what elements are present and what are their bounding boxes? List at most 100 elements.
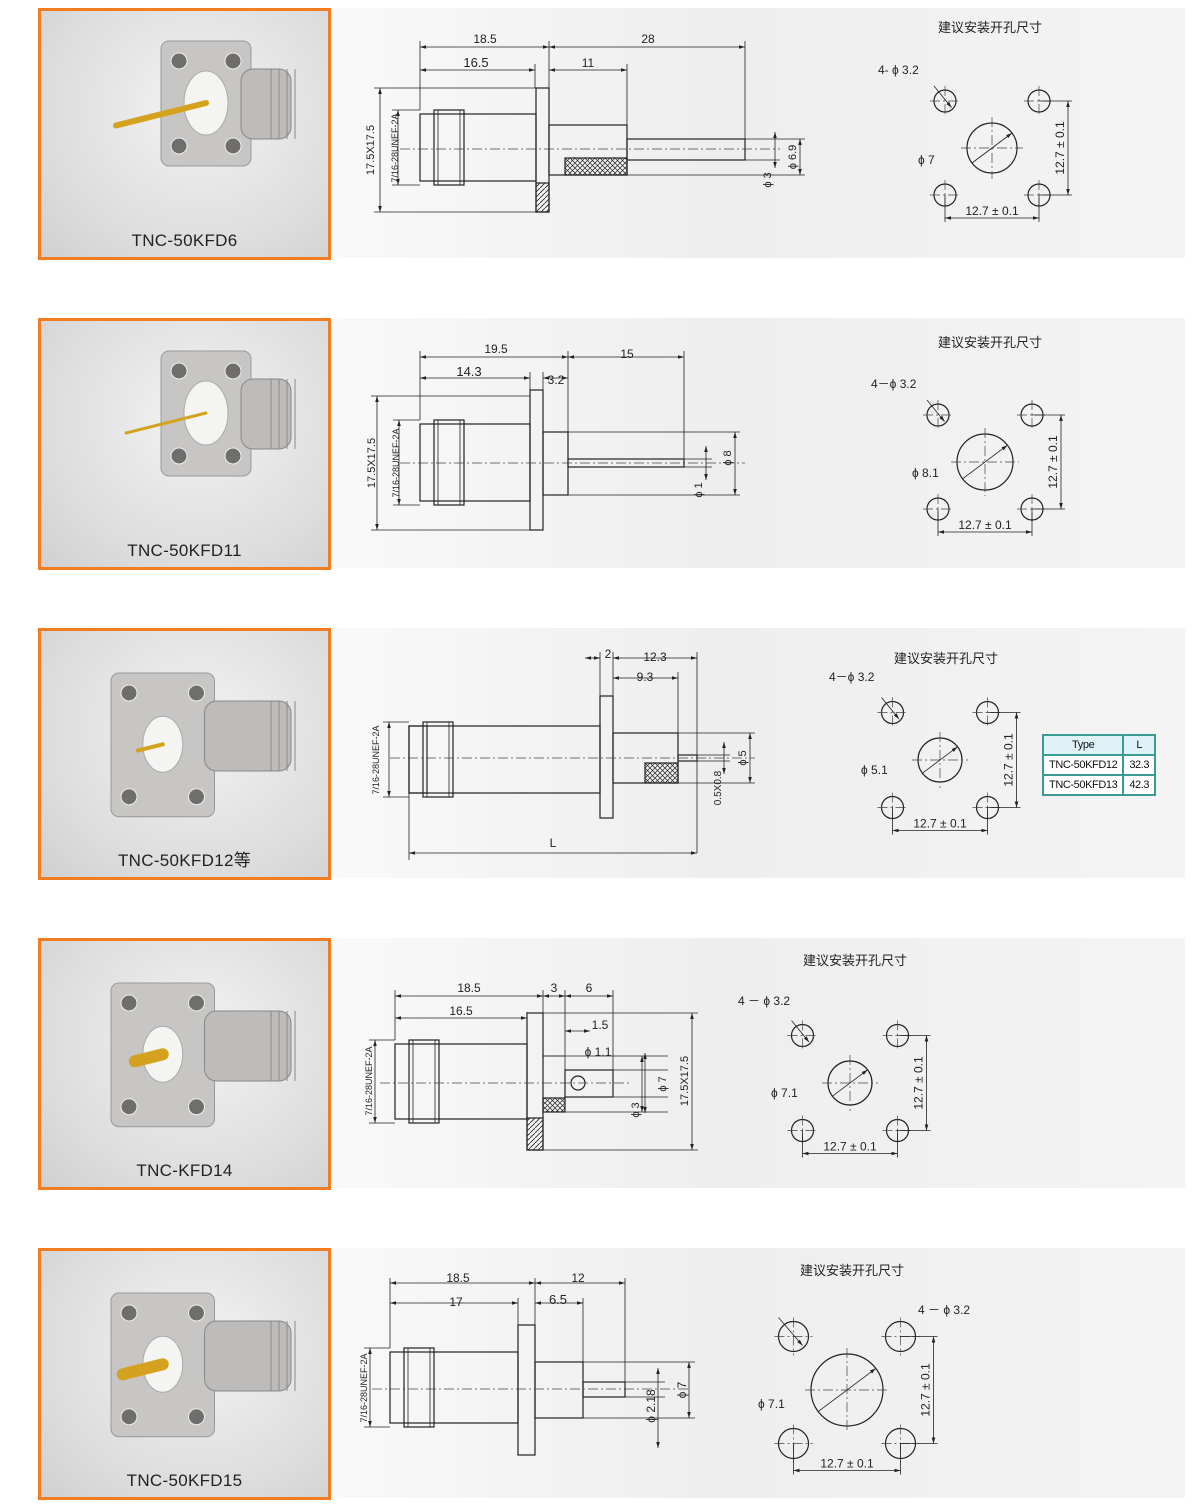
mount-hole bbox=[188, 684, 205, 702]
connector-front bbox=[408, 725, 428, 794]
dimension-label: 6 bbox=[586, 981, 593, 995]
leader-line bbox=[832, 1069, 868, 1097]
coupling-nut-outline bbox=[403, 1347, 435, 1428]
dimension-label: 15 bbox=[620, 347, 634, 361]
connector-body-outline bbox=[389, 1351, 519, 1424]
leader-line bbox=[926, 399, 945, 422]
dimension-label: 18.5 bbox=[457, 981, 481, 995]
table-cell: TNC-50KFD13 bbox=[1041, 774, 1125, 796]
leader-line bbox=[778, 1317, 803, 1346]
hole-spacing-vertical: 12.7 ± 0.1 bbox=[912, 1056, 926, 1110]
dimension-label: 7/16-28UNEF-2A bbox=[364, 1046, 374, 1115]
connector-render bbox=[110, 982, 296, 1128]
dimension-label: 16.5 bbox=[463, 55, 488, 70]
dimension-label: 11 bbox=[582, 56, 595, 70]
table-cell: 42.3 bbox=[1122, 774, 1157, 796]
hole-section-title: 建议安装开孔尺寸 bbox=[938, 335, 1042, 350]
gold-pin bbox=[128, 1048, 169, 1068]
mount-hole bbox=[120, 684, 138, 702]
connector-render bbox=[113, 40, 296, 167]
product-name: TNC-50KFD12等 bbox=[117, 851, 252, 870]
leader-line bbox=[881, 697, 900, 720]
gold-pin bbox=[135, 742, 165, 753]
gold-pin bbox=[113, 100, 209, 129]
insulator-section bbox=[542, 1097, 566, 1113]
product-photo: TNC-50KFD11 bbox=[38, 318, 331, 570]
mount-hole bbox=[120, 1098, 138, 1116]
dimension-label: 7/16-28UNEF-2A bbox=[391, 428, 401, 497]
product-photo: TNC-KFD14 bbox=[38, 938, 331, 1190]
connector-render bbox=[124, 350, 296, 477]
mount-hole bbox=[170, 137, 188, 155]
coupling-nut-outline bbox=[433, 109, 465, 186]
dimension-label: L bbox=[550, 836, 557, 850]
leader-line bbox=[817, 1368, 877, 1412]
dimension-label: 18.5 bbox=[473, 32, 497, 46]
mount-hole bbox=[224, 447, 242, 465]
leader-line bbox=[962, 444, 1008, 480]
mount-hole bbox=[120, 788, 138, 806]
leader-line bbox=[791, 1020, 810, 1043]
gold-pin bbox=[116, 1358, 169, 1381]
product-photo: TNC-50KFD6 bbox=[38, 8, 331, 260]
mount-hole bbox=[120, 1408, 138, 1426]
dimension-label: 17.5X17.5 bbox=[679, 1056, 691, 1106]
drawing-panel bbox=[332, 938, 1185, 1188]
hole-section-title: 建议安装开孔尺寸 bbox=[938, 20, 1042, 35]
dimension-label: 7/16-28UNEF-2A bbox=[359, 1353, 369, 1422]
hole-spacing-vertical: 12.7 ± 0.1 bbox=[1046, 435, 1060, 489]
dimension-label: 12 bbox=[571, 1271, 585, 1285]
table-header-cell: Type bbox=[1041, 734, 1125, 756]
product-photo: TNC-50KFD12等 bbox=[38, 628, 331, 880]
connector-render bbox=[110, 1292, 296, 1438]
coupling-nut-outline bbox=[422, 721, 454, 798]
connector-render bbox=[110, 672, 296, 818]
mount-hole bbox=[188, 1408, 205, 1426]
connector-body bbox=[204, 700, 292, 772]
gold-pin bbox=[124, 411, 208, 435]
flange bbox=[599, 695, 614, 819]
hole-spacing-vertical: 12.7 ± 0.1 bbox=[1002, 733, 1016, 787]
center-hole-diameter: ϕ 7 bbox=[918, 153, 935, 167]
connector-body-outline bbox=[394, 1043, 528, 1120]
pin-outline bbox=[582, 1381, 626, 1398]
dimension-label: 7/16-28UNEF-2A bbox=[390, 113, 400, 182]
dimension-label: 17 bbox=[449, 1295, 463, 1309]
dimension-label: 3 bbox=[551, 981, 558, 995]
hole-section-title: 建议安装开孔尺寸 bbox=[803, 953, 907, 968]
dimension-label: 9.3 bbox=[637, 670, 654, 684]
dimension-label: ϕ 3 bbox=[762, 172, 774, 187]
hole-spacing-horizontal: 12.7 ± 0.1 bbox=[913, 817, 967, 831]
insulator-section bbox=[644, 762, 679, 784]
leader-line bbox=[933, 85, 952, 108]
mount-hole bbox=[170, 362, 188, 380]
table-cell: 32.3 bbox=[1122, 754, 1157, 776]
connector-body-outline bbox=[408, 725, 601, 794]
dimension-label: 7/16-28UNEF-2A bbox=[371, 725, 381, 794]
dimension-label: ϕ 6.9 bbox=[787, 145, 799, 170]
drawing-panel bbox=[332, 1248, 1185, 1498]
center-hole-diameter: ϕ 8.1 bbox=[912, 466, 939, 480]
hole-section-title: 建议安装开孔尺寸 bbox=[894, 651, 998, 666]
hole-count-diameter: 4 － ϕ 3.2 bbox=[738, 994, 790, 1008]
mount-hole bbox=[170, 52, 188, 70]
hole-count-diameter: 4- ϕ 3.2 bbox=[878, 63, 919, 77]
table-header-cell: L bbox=[1122, 734, 1157, 756]
mount-hole bbox=[188, 788, 205, 806]
mount-hole bbox=[120, 1304, 138, 1322]
dimension-label: 17.5X17.5 bbox=[366, 438, 378, 488]
dimension-label: ϕ 8 bbox=[722, 450, 734, 465]
product-name: TNC-50KFD15 bbox=[126, 1471, 243, 1490]
dimension-label: 3.2 bbox=[548, 373, 565, 387]
center-hole-diameter: ϕ 5.1 bbox=[861, 763, 888, 777]
coupling-nut-outline bbox=[408, 1039, 440, 1124]
dimension-label: 12.3 bbox=[643, 650, 667, 664]
